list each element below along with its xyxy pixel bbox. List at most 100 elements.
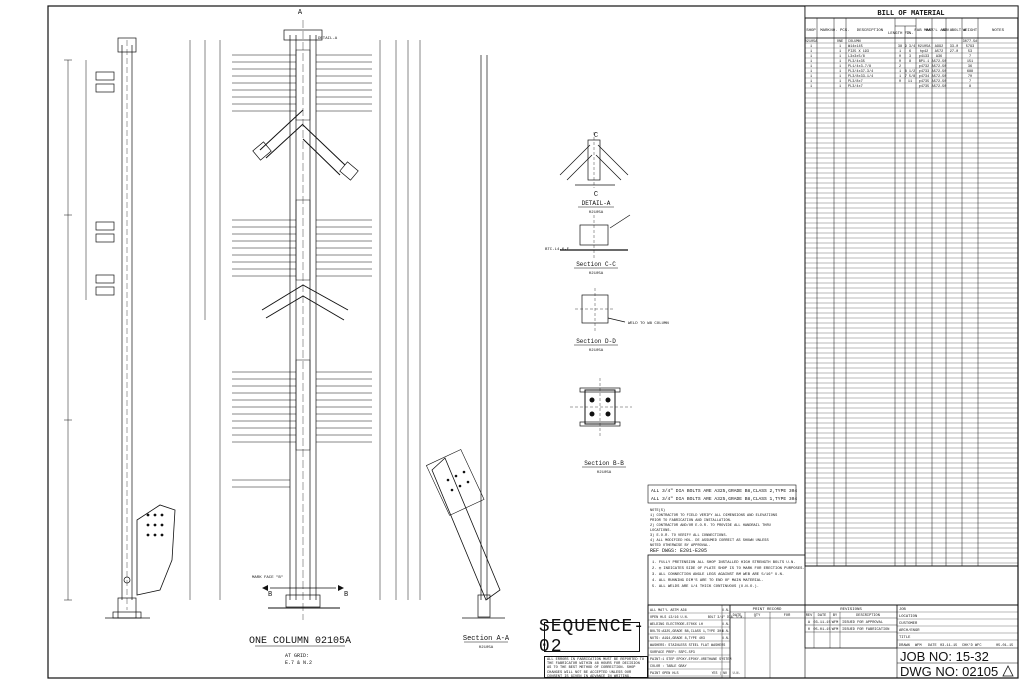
bom-cell: 11	[908, 80, 912, 84]
bom-cell: 0	[899, 80, 901, 84]
bom-cell: 53	[968, 50, 972, 54]
bom-cell: 1	[839, 50, 841, 54]
note-line: NOTED OTHERWISE BY APPROVAL.	[650, 544, 710, 548]
bom-cell: 3077.5#	[963, 40, 978, 44]
spec-value: BOLT 3/4" DIA. U.N.	[708, 615, 744, 619]
spec-label: OPEN HLS 13/16 U.N.	[650, 615, 689, 620]
bom-grid	[805, 42, 1018, 564]
bill-of-material: BILL OF MATERIAL SHOP MARK NO. PCS. DESC…	[804, 5, 1019, 567]
revision-triangle-icon	[1002, 665, 1014, 677]
bom-cell: 1	[810, 55, 812, 59]
bom-cell: 151	[967, 60, 973, 64]
drawn-label: DRAWN	[899, 644, 910, 648]
bom-cell: A572-50	[932, 75, 947, 79]
left-elevation	[64, 37, 176, 619]
section-b-tag-right: B	[344, 591, 348, 599]
bom-col-bolt: ADV BOLT #	[942, 29, 967, 33]
section-c-tag-bottom: C	[594, 191, 598, 199]
rev-col-rev: REV	[806, 614, 813, 618]
date-value: 03-11-15	[940, 644, 957, 648]
bom-cell: 33-0	[950, 45, 958, 49]
bom-col-matl: MAT'L ARE A	[926, 28, 953, 33]
job-label: JOB	[899, 608, 907, 612]
main-elevation	[189, 20, 409, 620]
bom-cell: 1	[810, 75, 812, 79]
bom-col-weight: WEIGHT	[963, 29, 978, 33]
note-line: 1) CONTRACTOR TO FIELD VERIFY ALL DIMENS…	[650, 513, 777, 518]
spec-value: U.N.	[722, 636, 730, 640]
print-col-qty: QTY	[754, 614, 761, 618]
section-aa-elevation	[419, 40, 505, 619]
bom-cell: 1	[839, 75, 841, 79]
section-bb-ref: 02105A	[597, 471, 612, 475]
title-label: TITLE	[899, 636, 911, 640]
section-dd-title: Section D-D	[576, 338, 616, 345]
drawing-number: DWG NO: 02105	[900, 664, 999, 679]
bom-cell: A572-50	[932, 65, 947, 69]
bom-cell: 38	[898, 45, 902, 49]
bom-cell: 1	[810, 80, 812, 84]
section-cc-title: Section C-C	[576, 261, 616, 268]
bom-cell: 1	[810, 70, 812, 74]
bom-cell: 1	[899, 70, 901, 74]
rev-row-2-desc: ISSUED FOR FABRICATION	[842, 628, 889, 632]
bom-cell: PI25 X 193	[848, 50, 869, 54]
bom-cell: A572-50	[932, 85, 947, 89]
main-view-sub-1: AT GRID:	[285, 653, 309, 659]
bom-cell: 1	[810, 45, 812, 49]
bom-cell: PL1/4x3-7/8	[848, 64, 871, 69]
section-cc-ref: 02105A	[589, 272, 604, 276]
section-c-tag-top: C	[594, 132, 598, 140]
bom-cell: L3x3x5/8	[848, 54, 865, 59]
bom-cell: 8 1/2	[905, 69, 916, 74]
bolt-callout: BTC-L4-6-F	[545, 248, 570, 252]
checked-by: WFC	[975, 644, 981, 648]
bom-cell: 8	[909, 60, 911, 64]
spec-label: NUTS: A194,GRADE 8,TYPE 403	[650, 637, 705, 641]
bom-cell: 6	[909, 50, 911, 54]
bom-cell: 1	[899, 75, 901, 79]
bom-cell: 1	[839, 70, 841, 74]
bom-cell: p4133	[919, 55, 930, 59]
spec-value: U.N.	[722, 629, 730, 633]
main-view-title: ONE COLUMN 02105A	[249, 636, 351, 647]
job-info: JOB LOCATION CUSTOMER ARCH/ENGR TITLE DR…	[899, 608, 1013, 648]
spec-label: PAINT:1 STEP EPOXY-EPOXY-URETHANE SYSTEM	[650, 658, 731, 662]
spec-label: WELDING ELECTRODE-E70XX LH	[650, 623, 703, 627]
bom-cell: A36	[936, 55, 942, 59]
bom-cell: A572-50	[932, 60, 947, 64]
bom-cell: p4733	[919, 70, 930, 74]
bom-col-in: IN.	[906, 32, 913, 36]
bom-cell: PL3/4x37-3/4	[848, 69, 873, 74]
bolt-note-2: ALL 3/4" DIA BOLTS ARE A325,GRADE B8,CLA…	[651, 496, 797, 502]
bom-col-notes: NOTES	[992, 29, 1005, 33]
spec-value: YES | NO | U.N.	[712, 671, 741, 675]
notes-title: NOTE(S)	[650, 508, 665, 513]
view-titles: ONE COLUMN 02105A AT GRID: E.7 & N.2 DET…	[249, 9, 669, 666]
bom-cell: 1	[899, 50, 901, 54]
fab-note-line: 2. ◎ INDICATES SIDE OF PLATE SHOP IS TO …	[652, 566, 805, 571]
rev-col-by: BY	[833, 614, 838, 618]
bom-cell: 3	[909, 55, 911, 59]
spec-label: ALL MAT'L ASTM A36	[650, 608, 687, 613]
note-line: 4) ALL MODIFIED HOL. DE ASSUMED CORRECT …	[650, 538, 769, 543]
bom-cell: 1	[810, 60, 812, 64]
spec-label: PAINT OPEN HLS	[650, 672, 679, 676]
bom-cell: p4732	[919, 65, 930, 69]
bom-cell: COLUMN	[848, 40, 861, 44]
bolt-note-1: ALL 3/4" DIA BOLTS ARE A325,GRADE B8,CLA…	[651, 488, 797, 494]
drawn-by: WFM	[915, 644, 921, 648]
detail-a-ref: 02105A	[589, 211, 604, 215]
bom-cell: 0	[899, 55, 901, 59]
bom-cell: 1	[839, 45, 841, 49]
print-record-labels: PRINT RECORD DATE QTY FOR	[733, 608, 791, 618]
bom-cell: 02105A	[918, 45, 932, 49]
section-aa-ref: 02105A	[479, 646, 494, 650]
